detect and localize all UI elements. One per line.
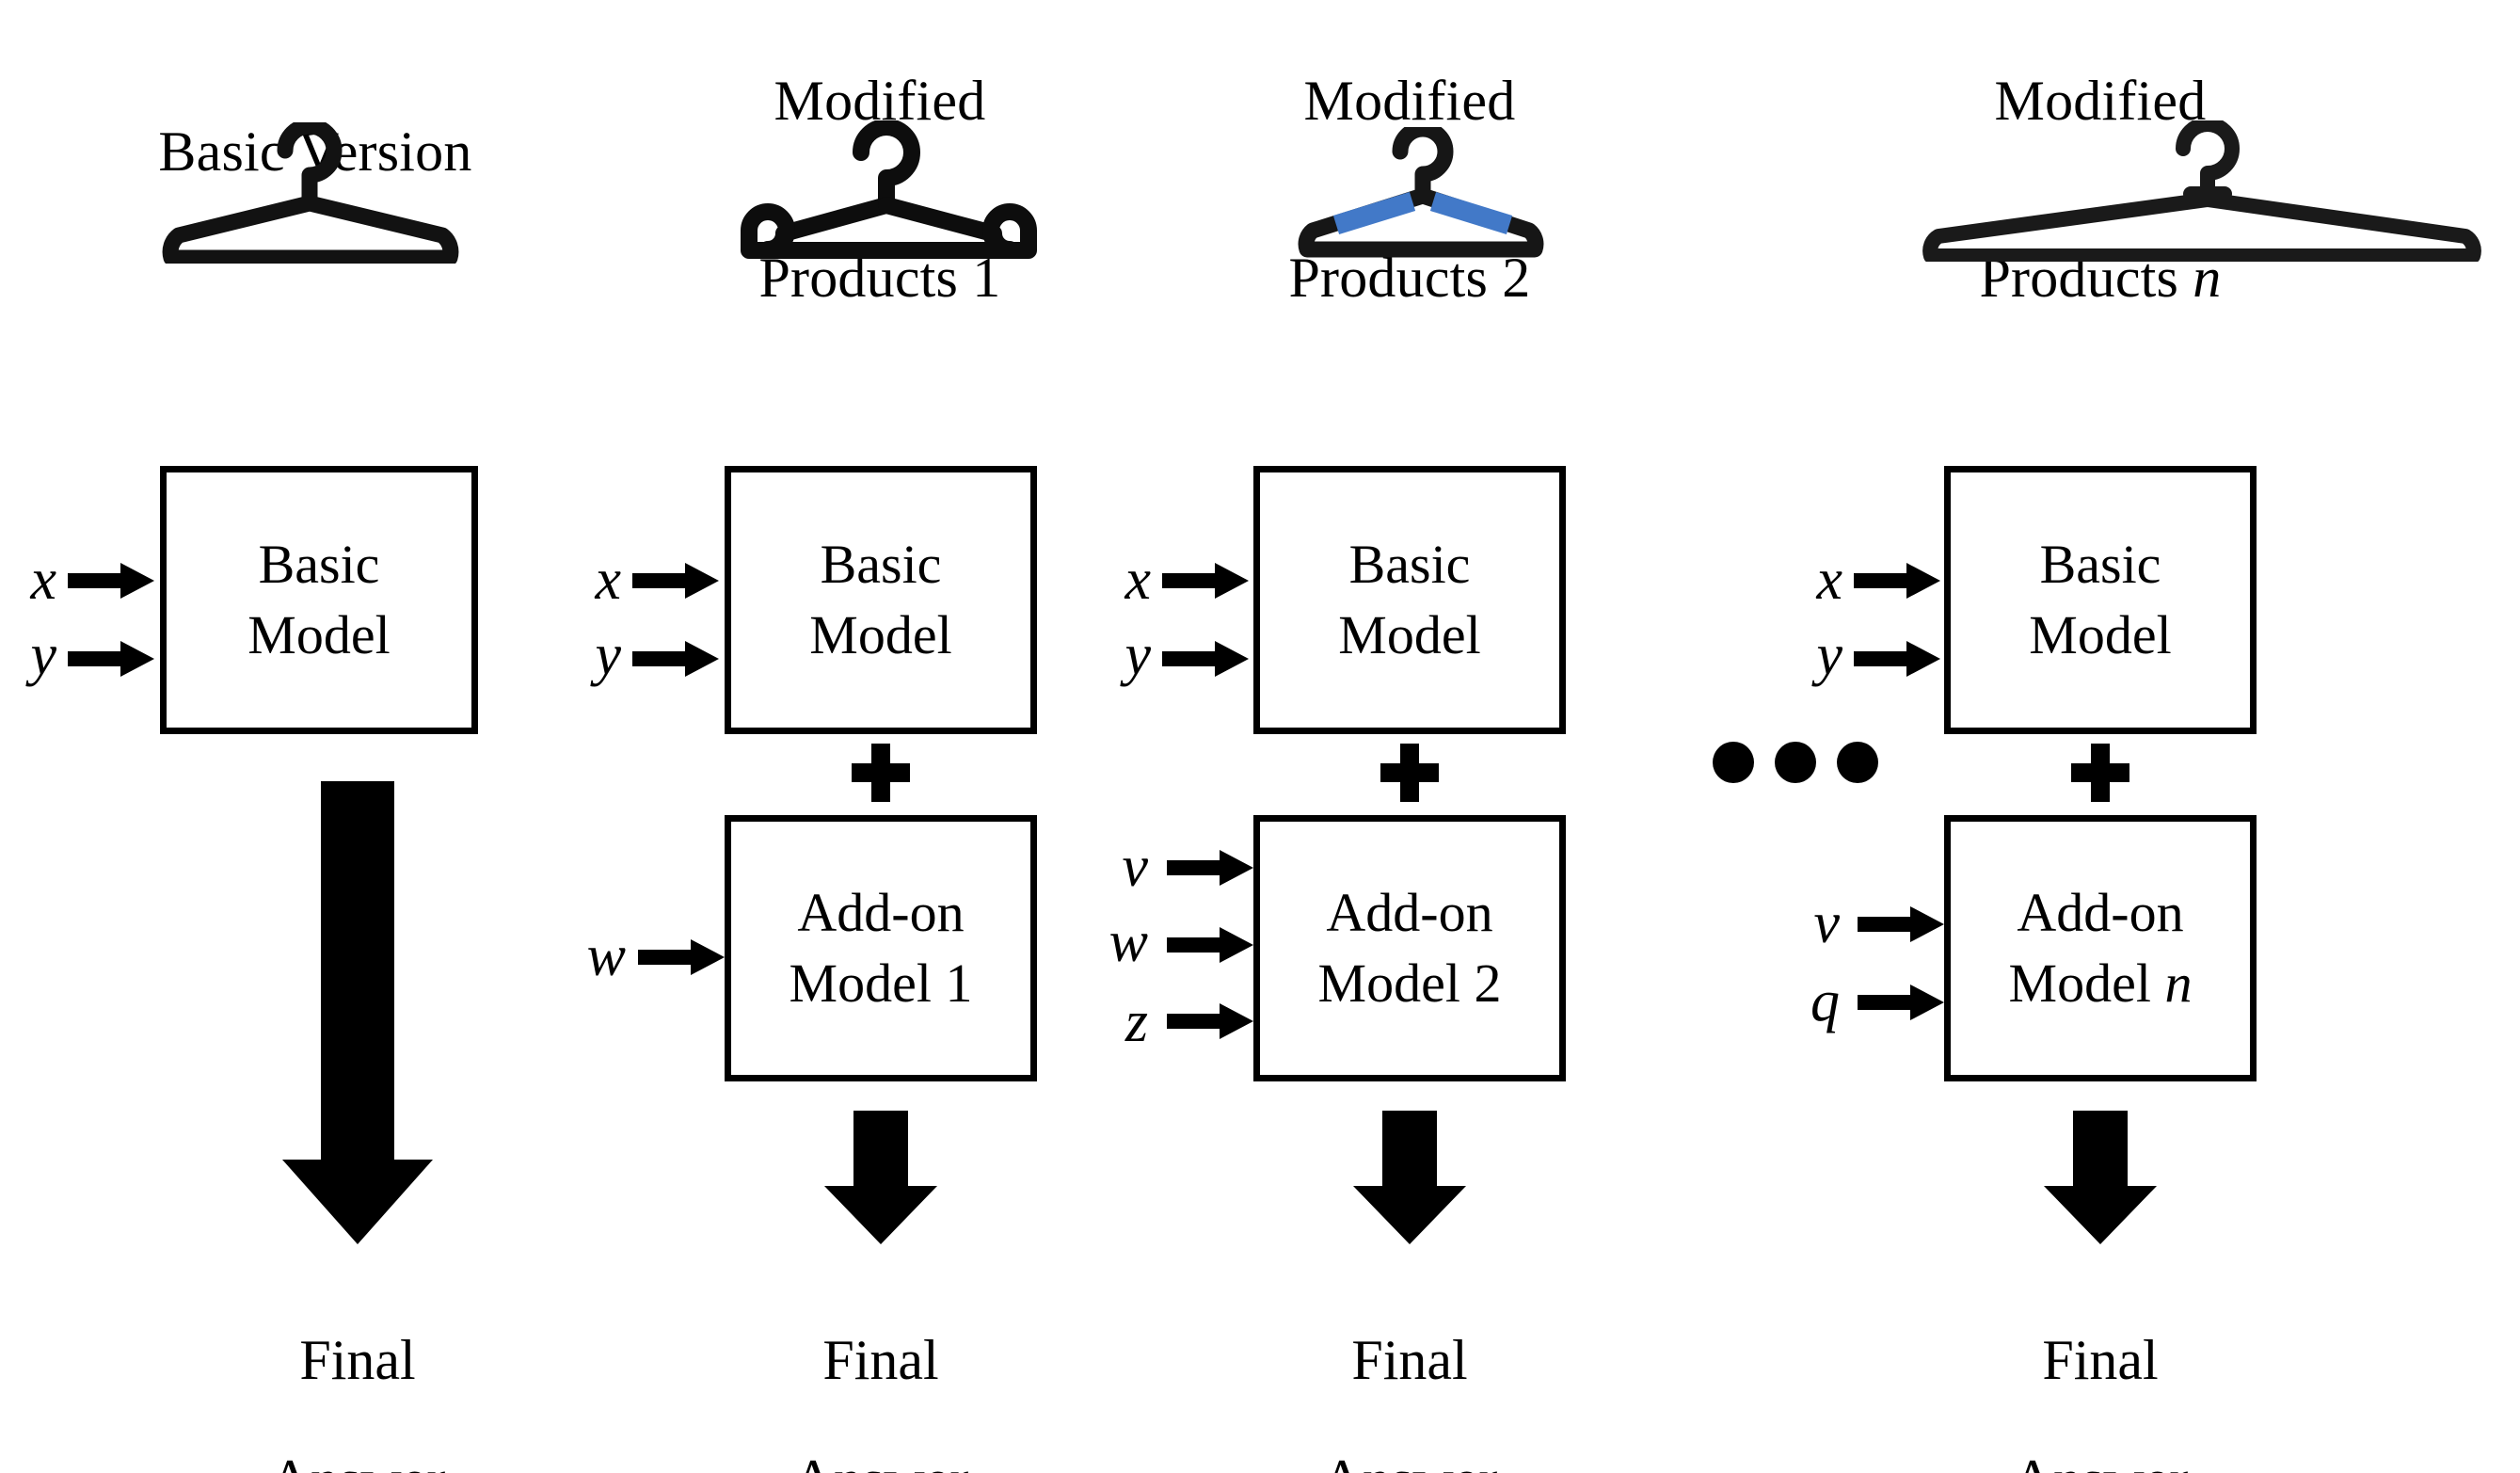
final-answer-line2: Answer	[608, 1449, 1154, 1473]
basic-model-line2: Model	[247, 603, 391, 665]
output-arrow-col2	[824, 1111, 937, 1244]
input-arrow-q-col4	[1858, 985, 1944, 1020]
output-arrow-col3	[1353, 1111, 1466, 1244]
hanger-notched-icon	[701, 120, 1077, 264]
input-label-x-col4: x	[1816, 548, 1842, 612]
final-answer-col3: Final Answer	[1137, 1271, 1683, 1473]
final-answer-col2: Final Answer	[608, 1271, 1154, 1473]
input-label-x-col1: x	[30, 548, 56, 612]
input-label-y-col4: y	[1816, 623, 1842, 687]
addon-model-index: 1	[945, 952, 973, 1014]
column-header-line2: Products	[1288, 246, 1503, 309]
input-arrow-x-col2	[632, 563, 719, 599]
input-label-v-col4: v	[1813, 891, 1840, 955]
final-answer-line1: Final	[1351, 1328, 1468, 1391]
input-label-y-col1: y	[30, 623, 56, 687]
column-header-modified-products-n: Modified Products n	[1818, 13, 2383, 365]
input-arrow-y-col3	[1162, 641, 1249, 677]
addon-model-index: 2	[1474, 952, 1502, 1014]
input-arrow-x-col1	[68, 563, 154, 599]
final-answer-line2: Answer	[1137, 1449, 1683, 1473]
plus-sign-col3	[1380, 744, 1439, 802]
hanger-blue-grip-icon	[1280, 127, 1562, 264]
basic-model-box-col4[interactable]: Basic Model	[1944, 466, 2257, 734]
column-header-line1: Modified	[1303, 70, 1516, 133]
input-arrow-x-col3	[1162, 563, 1249, 599]
input-arrow-v-col3	[1167, 850, 1253, 886]
final-answer-col1: Final Answer	[85, 1271, 630, 1473]
input-label-x-col2: x	[595, 548, 621, 612]
plus-sign-col2	[852, 744, 910, 802]
final-answer-line2: Answer	[85, 1449, 630, 1473]
input-label-y-col2: y	[595, 623, 621, 687]
input-label-w-col2: w	[586, 924, 626, 988]
input-label-x-col3: x	[1124, 548, 1151, 612]
final-answer-line1: Final	[2042, 1328, 2159, 1391]
final-answer-line2: Answer	[1827, 1449, 2373, 1473]
addon-model-line2: Model	[2008, 952, 2165, 1014]
input-label-z-col3: z	[1124, 990, 1148, 1054]
addon-model-index: n	[2164, 952, 2193, 1014]
basic-model-line1: Basic	[820, 534, 942, 596]
hanger-plain-icon	[122, 122, 499, 264]
ellipsis-dot	[1775, 742, 1816, 783]
basic-model-line2: Model	[2029, 603, 2172, 665]
basic-model-line2: Model	[1338, 603, 1481, 665]
input-label-v-col3: v	[1122, 835, 1148, 899]
addon-model-line1: Add-on	[2017, 882, 2184, 944]
input-label-y-col3: y	[1124, 623, 1151, 687]
output-arrow-col1	[282, 781, 433, 1244]
input-arrow-v-col4	[1858, 906, 1944, 942]
basic-model-line1: Basic	[1348, 534, 1471, 596]
final-answer-line1: Final	[822, 1328, 939, 1391]
plus-sign-col4	[2071, 744, 2129, 802]
final-answer-col4: Final Answer	[1827, 1271, 2373, 1473]
input-arrow-z-col3	[1167, 1003, 1253, 1039]
input-arrow-y-col1	[68, 641, 154, 677]
ellipsis-dot	[1713, 742, 1754, 783]
addon-model-line1: Add-on	[1326, 882, 1493, 944]
hanger-wide-icon	[1901, 120, 2484, 262]
column-header-index: 2	[1502, 246, 1531, 309]
basic-model-box-col2[interactable]: Basic Model	[725, 466, 1037, 734]
addon-model-box-col3[interactable]: Add-on Model 2	[1253, 815, 1566, 1081]
basic-model-line2: Model	[809, 603, 952, 665]
input-label-w-col3: w	[1108, 910, 1148, 974]
addon-model-box-col2[interactable]: Add-on Model 1	[725, 815, 1037, 1081]
ellipsis-dots	[1713, 742, 1878, 783]
addon-model-line2: Model	[1317, 952, 1475, 1014]
addon-model-line1: Add-on	[797, 882, 965, 944]
basic-model-box-col3[interactable]: Basic Model	[1253, 466, 1566, 734]
input-arrow-y-col2	[632, 641, 719, 677]
input-arrow-x-col4	[1854, 563, 1940, 599]
final-answer-line1: Final	[299, 1328, 416, 1391]
output-arrow-col4	[2044, 1111, 2157, 1244]
input-arrow-w-col3	[1167, 927, 1253, 963]
basic-model-box-col1[interactable]: Basic Model	[160, 466, 478, 734]
column-header-modified-products-2: Modified Products 2	[1127, 13, 1692, 365]
input-label-q-col4: q	[1810, 969, 1840, 1033]
column-header-line1: Modified	[1994, 70, 2207, 133]
addon-model-line2: Model	[789, 952, 946, 1014]
addon-model-box-col4[interactable]: Add-on Model n	[1944, 815, 2257, 1081]
basic-model-line1: Basic	[2039, 534, 2161, 596]
basic-model-line1: Basic	[258, 534, 380, 596]
input-arrow-y-col4	[1854, 641, 1940, 677]
input-arrow-w-col2	[638, 939, 725, 975]
ellipsis-dot	[1837, 742, 1878, 783]
